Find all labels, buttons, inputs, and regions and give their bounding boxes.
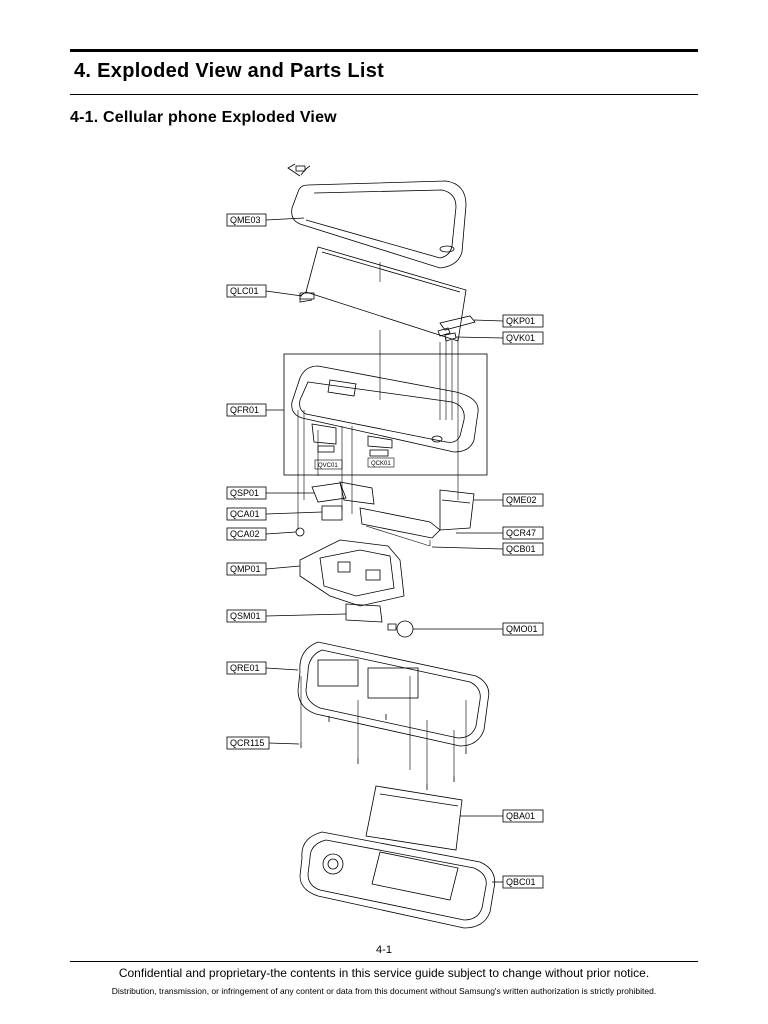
label-qme03: QME03 — [230, 215, 261, 225]
label-qbc01: QBC01 — [506, 877, 536, 887]
label-qme02: QME02 — [506, 495, 537, 505]
label-qsm01: QSM01 — [230, 611, 261, 621]
assembly-guide-lines — [297, 262, 467, 784]
label-qca01: QCA01 — [230, 509, 260, 519]
page-number: 4-1 — [376, 944, 392, 956]
footer-notice: Confidential and proprietary-the content… — [118, 966, 650, 980]
label-qfr01: QFR01 — [230, 405, 259, 415]
front-frame-part — [283, 353, 488, 476]
front-window-part — [287, 163, 467, 269]
label-qlc01: QLC01 — [230, 286, 259, 296]
battery-part — [365, 785, 463, 851]
sublabel-qck01: QCK01 — [371, 461, 391, 467]
rear-case-part — [297, 641, 490, 747]
header-rule-thin — [70, 94, 698, 95]
label-qcr47: QCR47 — [506, 528, 536, 538]
label-qsp01: QSP01 — [230, 488, 259, 498]
screw-parts — [300, 714, 467, 790]
label-qvk01: QVK01 — [506, 333, 535, 343]
label-qmo01: QMO01 — [506, 624, 538, 634]
page-heading: 4. Exploded View and Parts List — [74, 60, 385, 82]
label-qmp01: QMP01 — [230, 564, 261, 574]
keypad-parts — [437, 315, 476, 342]
footer-rule — [70, 961, 698, 962]
lcd-part — [299, 246, 467, 342]
mid-assembly-part — [295, 481, 475, 623]
label-qca02: QCA02 — [230, 529, 260, 539]
motor-part — [396, 620, 414, 638]
right-labels: QKP01 QVK01 QME02 QCR47 QCB01 QMO01 QBA0… — [413, 314, 544, 889]
label-qre01: QRE01 — [230, 663, 260, 673]
battery-cover-part — [299, 831, 496, 929]
label-qcb01: QCB01 — [506, 544, 536, 554]
label-qba01: QBA01 — [506, 811, 535, 821]
label-qcr115: QCR115 — [230, 738, 264, 748]
left-labels: QME03 QLC01 QFR01 QSP01 QCA01 QCA02 QMP0… — [226, 213, 347, 750]
header-rule-thick — [70, 49, 698, 52]
label-qkp01: QKP01 — [506, 316, 535, 326]
footer-legal: Distribution, transmission, or infringem… — [111, 986, 657, 996]
sublabel-qvc01: QVC01 — [318, 463, 338, 469]
section-heading: 4-1. Cellular phone Exploded View — [70, 109, 337, 126]
